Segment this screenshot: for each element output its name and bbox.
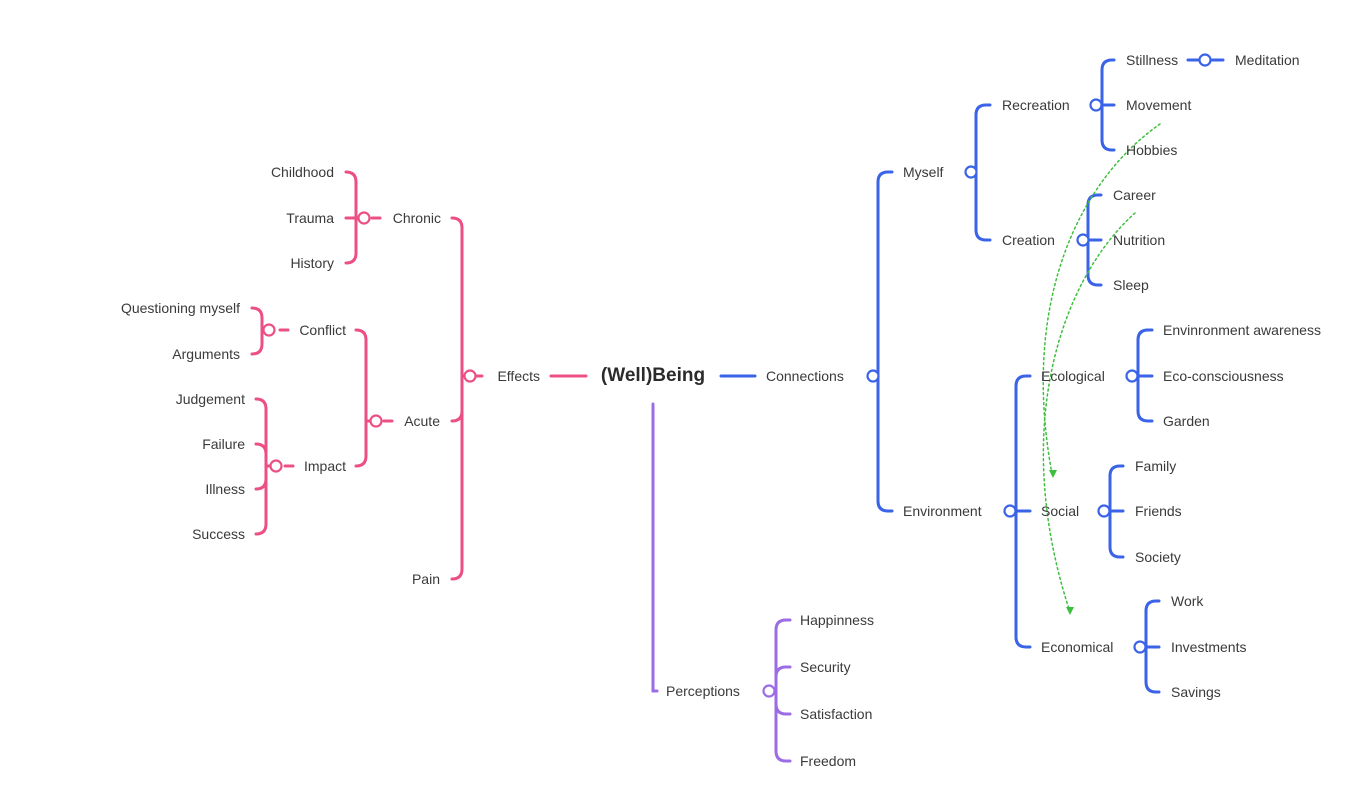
creation-bracket-branch-0 [1086,193,1103,242]
topic-perceptions[interactable]: Perceptions [666,683,740,699]
topic-satisfaction[interactable]: Satisfaction [800,706,873,722]
topic-work[interactable]: Work [1171,593,1204,609]
topic-society[interactable]: Society [1135,549,1181,565]
topic-effects[interactable]: Effects [497,368,540,384]
acute-bracket-branch-0 [354,328,368,423]
conflict-bracket-branch-0 [250,306,264,332]
topic-garden[interactable]: Garden [1163,413,1210,429]
conflict-bracket-branch-1 [250,328,264,356]
topic-movement[interactable]: Movement [1126,97,1192,113]
acute-bracket-toggle[interactable] [369,414,383,428]
perceptions-bracket-branch-2 [774,689,792,716]
topic-recreation[interactable]: Recreation [1002,97,1070,113]
social-bracket-toggle[interactable] [1097,504,1111,518]
myself-bracket-branch-0 [974,103,992,174]
ecological-bracket-branch-0 [1136,328,1154,378]
root-topic[interactable]: (Well)Being [600,365,706,386]
effects-bracket-branch-1 [450,374,464,423]
environment-bracket-toggle[interactable] [1003,504,1017,518]
topic-illness[interactable]: Illness [205,481,245,497]
topic-sleep[interactable]: Sleep [1113,277,1149,293]
topic-security[interactable]: Security [800,659,851,675]
impact-bracket-branch-1 [254,442,268,468]
topic-savings[interactable]: Savings [1171,684,1221,700]
economical-bracket-branch-2 [1144,645,1161,694]
perceptions-bracket-branch-1 [774,665,792,693]
environment-bracket-branch-0 [1014,374,1032,513]
topic-investments[interactable]: Investments [1171,639,1247,655]
topic-ecological[interactable]: Ecological [1041,368,1105,384]
chronic-bracket-branch-0 [344,170,358,220]
myself-bracket-branch-1 [974,170,992,242]
topic-acute[interactable]: Acute [404,413,440,429]
topic-environment[interactable]: Environment [903,503,982,519]
impact-bracket-branch-3 [254,464,268,536]
conflict-bracket-toggle[interactable] [262,323,276,337]
relation-movement-social [1042,123,1161,475]
myself-bracket-toggle[interactable] [964,165,978,179]
topic-connections[interactable]: Connections [766,368,844,384]
effects-bracket-branch-2 [450,374,464,581]
relation-nutrition-economical [1042,212,1136,613]
topic-environment-awareness[interactable]: Envinronment awareness [1163,322,1321,338]
connections-bracket-toggle[interactable] [866,369,880,383]
impact-bracket-branch-2 [254,464,268,491]
topic-nutrition[interactable]: Nutrition [1113,232,1166,248]
topic-arguments[interactable]: Arguments [172,346,240,362]
topic-eco-consciousness[interactable]: Eco-consciousness [1163,368,1284,384]
impact-bracket-toggle[interactable] [269,459,283,473]
perceptions-bracket-branch-0 [774,618,792,693]
topic-conflict[interactable]: Conflict [299,322,346,338]
topic-friends[interactable]: Friends [1135,503,1182,519]
topic-career[interactable]: Career [1113,187,1156,203]
relation-arrowhead-social [1049,470,1057,478]
effects-bracket-branch-0 [450,216,464,378]
social-bracket-branch-2 [1108,509,1125,559]
topic-freedom[interactable]: Freedom [800,753,857,769]
impact-bracket-branch-0 [254,397,268,468]
topic-economical[interactable]: Economical [1041,639,1114,655]
environment-bracket-branch-2 [1014,509,1032,649]
ecological-bracket-branch-2 [1136,374,1154,423]
recreation-bracket-branch-2 [1100,103,1116,152]
ecological-bracket-toggle[interactable] [1125,369,1139,383]
perceptions-bracket-toggle[interactable] [762,684,776,698]
topic-happinness[interactable]: Happinness [800,612,874,628]
topic-pain[interactable]: Pain [411,571,440,587]
acute-bracket-branch-1 [354,419,368,468]
topic-history[interactable]: History [290,255,334,271]
topic-impact[interactable]: Impact [303,458,346,474]
effects-bracket-toggle[interactable] [463,369,477,383]
topic-failure[interactable]: Failure [202,436,245,452]
topic-chronic[interactable]: Chronic [392,210,441,226]
recreation-bracket-branch-0 [1100,58,1116,107]
economical-bracket-toggle[interactable] [1133,640,1147,654]
creation-bracket-toggle[interactable] [1076,233,1090,247]
topic-family[interactable]: Family [1135,458,1177,474]
recreation-bracket-toggle[interactable] [1089,98,1103,112]
topic-meditation[interactable]: Meditation [1235,52,1300,68]
topic-success[interactable]: Success [192,526,245,542]
topic-stillness[interactable]: Stillness [1126,52,1179,68]
topic-childhood[interactable]: Childhood [270,164,334,180]
topic-hobbies[interactable]: Hobbies [1126,142,1178,158]
creation-bracket-branch-2 [1086,238,1103,287]
topic-myself[interactable]: Myself [903,164,944,180]
connections-bracket-branch-0 [876,170,894,378]
chronic-bracket-branch-2 [344,216,358,265]
topic-judgement[interactable]: Judgement [175,391,245,407]
topic-questioning-myself[interactable]: Questioning myself [120,300,240,316]
topic-trauma[interactable]: Trauma [286,210,334,226]
perceptions-bracket-branch-3 [774,689,792,763]
connections-bracket-branch-1 [876,374,894,513]
social-bracket-branch-0 [1108,464,1125,513]
topic-creation[interactable]: Creation [1002,232,1055,248]
chronic-bracket-toggle[interactable] [357,211,371,225]
topic-social[interactable]: Social [1041,503,1080,519]
economical-bracket-branch-0 [1144,599,1161,649]
stillness-toggle[interactable] [1198,53,1212,67]
relation-arrowhead-economical [1066,607,1074,615]
